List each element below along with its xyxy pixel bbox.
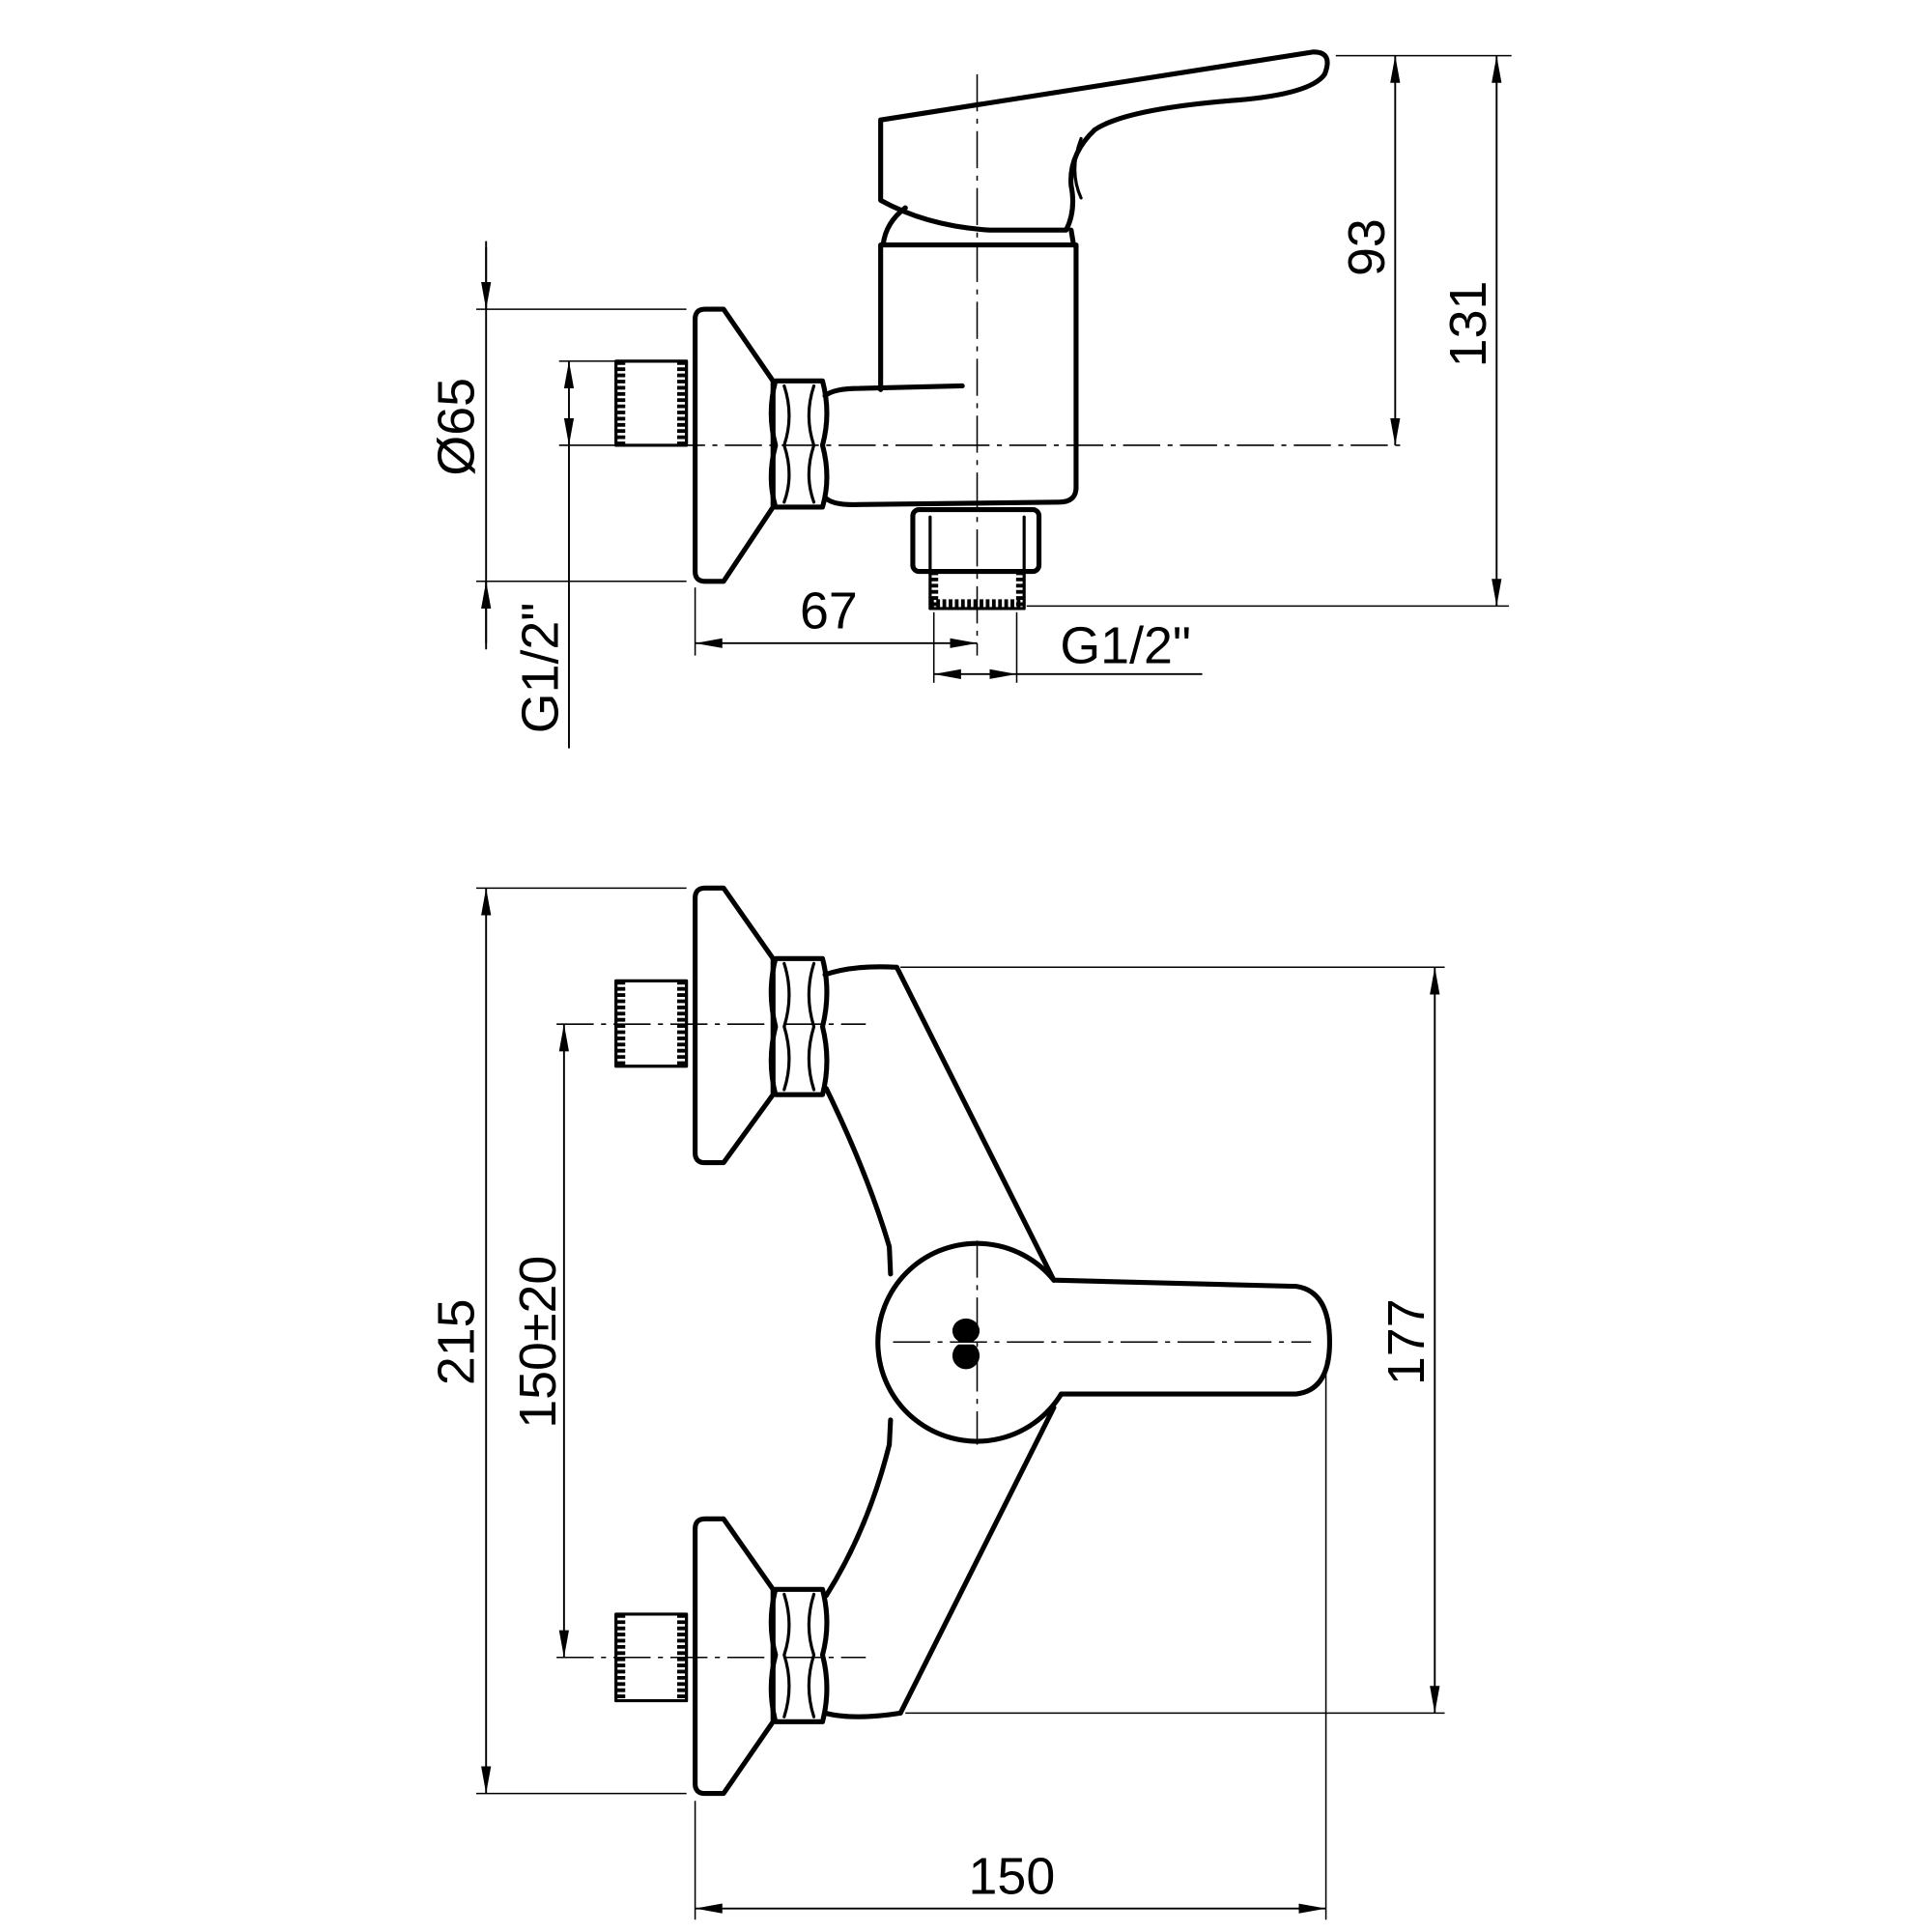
front-top-nut (768, 955, 830, 1097)
side-nut-inner-left (782, 384, 791, 504)
front-body-bottom-edge (822, 1710, 903, 1719)
label-150-spacing: 150±20 (509, 1256, 567, 1429)
front-lever-handle (1051, 1277, 1333, 1397)
side-lever-neck (880, 205, 908, 248)
label-67: 67 (800, 582, 858, 640)
front-top-escutcheon (693, 885, 776, 1166)
side-inlet-thread (614, 359, 689, 447)
side-body (822, 242, 1079, 507)
front-bottom-nut-inner-left (782, 1592, 791, 1719)
label-215: 215 (428, 1298, 486, 1385)
side-outlet-connector (910, 506, 1042, 575)
front-bottom-nut (768, 1586, 830, 1724)
label-outlet-thread: G1/2" (1060, 616, 1191, 674)
front-bottom-nut-inner-right (807, 1592, 816, 1719)
label-inlet-thread: G1/2" (512, 603, 570, 734)
label-131: 131 (1439, 281, 1497, 368)
front-body-upper-left (823, 1086, 894, 1277)
front-body-lower-left (823, 1417, 894, 1599)
side-lever-edge-line (1073, 136, 1083, 200)
front-handle-hub (875, 1240, 1065, 1444)
label-93: 93 (1338, 218, 1396, 276)
front-body-lower-right (897, 1405, 1057, 1716)
label-diameter-65: Ø65 (428, 378, 486, 476)
brand-logo-mark (952, 1318, 980, 1370)
side-nut-inner-right (807, 384, 816, 504)
side-view: 93 131 Ø65 G1/2" 67 G1/2" (428, 49, 1512, 749)
side-pipe-top (822, 383, 965, 399)
side-lever-handle (878, 49, 1330, 233)
front-body-top-edge (822, 964, 899, 978)
front-view: 215 150±20 177 150 (428, 885, 1445, 1920)
label-177: 177 (1378, 1298, 1435, 1385)
front-top-nut-inner-left (782, 961, 791, 1092)
side-escutcheon (693, 306, 776, 584)
front-top-nut-inner-right (807, 961, 816, 1092)
front-bottom-escutcheon (693, 1516, 776, 1797)
front-body-upper-right (894, 964, 1057, 1283)
label-150-width: 150 (969, 1847, 1056, 1905)
side-nut (768, 378, 830, 510)
